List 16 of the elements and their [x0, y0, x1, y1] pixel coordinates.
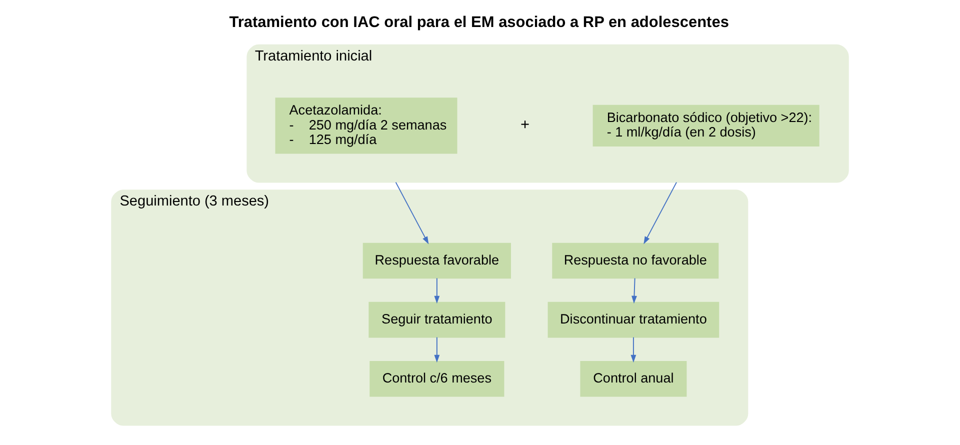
node-box: Control c/6 meses: [370, 360, 504, 397]
arrow: [395, 182, 429, 244]
node-box: Bicarbonato sódico (objetivo >22): - 1 ml/kg/día (en 2 dosis): [592, 104, 820, 146]
node-box: Respuesta favorable: [362, 242, 511, 279]
arrow: [630, 336, 636, 363]
node-box: Acetazolamida: - 250 mg/día 2 semanas - 125 mg/día: [275, 98, 458, 154]
arrow: [644, 182, 677, 244]
node-box: Seguir tratamiento: [368, 302, 506, 338]
node-box: Control anual: [580, 360, 687, 397]
arrow: [434, 278, 440, 304]
label: +: [520, 116, 530, 134]
arrow: [632, 278, 637, 304]
node-box: Respuesta no favorable: [552, 242, 719, 279]
node-box: Discontinuar tratamiento: [548, 302, 720, 338]
arrow: [434, 336, 440, 363]
diagram-title: Tratamiento con IAC oral para el EM asociado a RP en adolescentes: [229, 14, 729, 32]
